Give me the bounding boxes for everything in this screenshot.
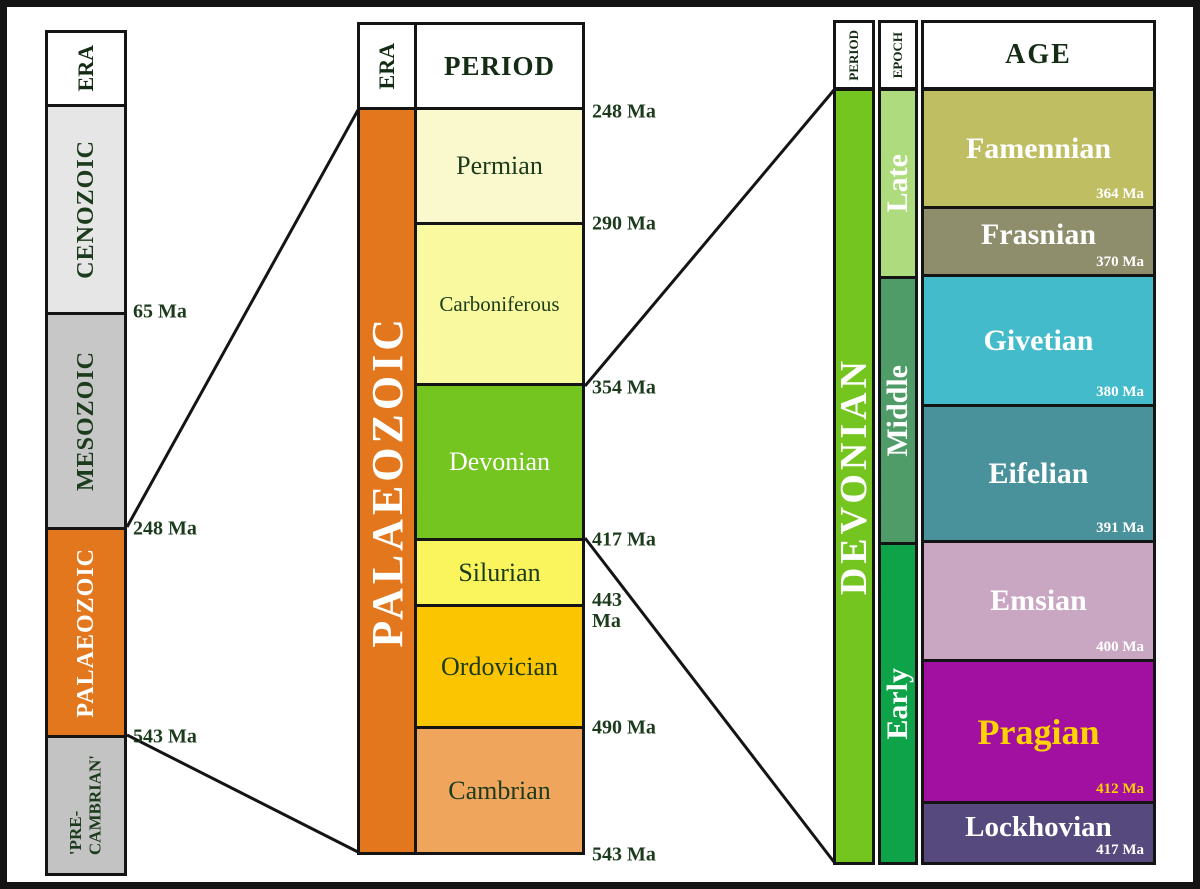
age-ma-emsian: 400 Ma	[1096, 639, 1144, 655]
age-header-label: AGE	[1005, 39, 1072, 70]
age-label-givetian: Givetian	[983, 323, 1094, 357]
era-cell-palaeozoic: PALAEOZOIC	[48, 527, 124, 735]
palaeozoic-era-strip: PALAEOZOIC	[357, 107, 417, 855]
age-ma-famennian: 364 Ma	[1096, 186, 1144, 202]
period-cell-ordovician: Ordovician	[417, 604, 582, 726]
age-ma-pragian: 412 Ma	[1096, 781, 1144, 797]
period-label-silurian: Silurian	[458, 557, 541, 587]
age-label-emsian: Emsian	[990, 584, 1087, 617]
age-column-header: AGE	[921, 20, 1156, 90]
connector-era-to-period-bottom	[126, 733, 359, 854]
age-label-pragian: Pragian	[977, 711, 1100, 752]
boundary-label-248ma-left: 248 Ma	[133, 517, 197, 540]
era-label-mesozoic: MESOZOIC	[72, 350, 99, 492]
period-column: Permian Carboniferous Devonian Silurian …	[414, 107, 585, 855]
boundary-label-543ma-left: 543 Ma	[133, 725, 197, 748]
age-column: Famennian 364 Ma Frasnian 370 Ma Givetia…	[921, 88, 1156, 865]
era-column-header: ERA	[45, 30, 127, 107]
precambrian-line1: 'PRE-	[66, 811, 86, 856]
era-label-precambrian: 'PRE-CAMBRIAN'	[66, 755, 105, 855]
right-period-header-label: PERIOD	[846, 29, 861, 81]
age-cell-givetian: Givetian 380 Ma	[924, 274, 1153, 404]
era-label-palaeozoic: PALAEOZOIC	[72, 547, 99, 718]
age-label-famennian: Famennian	[965, 131, 1112, 165]
devonian-period-strip: DEVONIAN	[833, 88, 875, 865]
epoch-cell-early: Early	[881, 542, 915, 862]
epoch-header-label: EPOCH	[890, 31, 905, 79]
epoch-label-early: Early	[881, 667, 914, 740]
boundary-label-248ma: 248 Ma	[592, 100, 656, 123]
boundary-label-443ma-line1: 443	[592, 589, 622, 611]
age-cell-pragian: Pragian 412 Ma	[924, 659, 1153, 801]
period-cell-devonian: Devonian	[417, 383, 582, 538]
era-header-label: ERA	[73, 45, 98, 92]
connector-period-to-age-bottom	[583, 537, 836, 863]
right-period-column-header: PERIOD	[833, 20, 875, 90]
age-ma-lockhovian: 417 Ma	[1096, 842, 1144, 858]
period-column-header: PERIOD	[414, 22, 585, 110]
boundary-label-543ma: 543 Ma	[592, 843, 656, 866]
period-cell-silurian: Silurian	[417, 538, 582, 604]
middle-era-header-label: ERA	[374, 42, 399, 90]
period-cell-permian: Permian	[417, 110, 582, 222]
period-label-cambrian: Cambrian	[448, 775, 551, 805]
boundary-label-490ma: 490 Ma	[592, 716, 656, 739]
age-label-lockhovian: Lockhovian	[965, 810, 1112, 843]
age-cell-emsian: Emsian 400 Ma	[924, 540, 1153, 659]
epoch-cell-middle: Middle	[881, 276, 915, 542]
boundary-label-443ma-line2: Ma	[592, 610, 621, 632]
era-column: CENOZOIC MESOZOIC PALAEOZOIC 'PRE-CAMBRI…	[45, 104, 127, 876]
era-cell-mesozoic: MESOZOIC	[48, 312, 124, 527]
boundary-label-65ma: 65 Ma	[133, 300, 187, 323]
epoch-label-middle: Middle	[881, 364, 914, 457]
era-cell-precambrian: 'PRE-CAMBRIAN'	[48, 735, 124, 873]
boundary-label-354ma: 354 Ma	[592, 376, 656, 399]
period-label-ordovician: Ordovician	[441, 651, 558, 681]
period-cell-carboniferous: Carboniferous	[417, 222, 582, 383]
connector-period-to-age-top	[583, 89, 836, 387]
period-label-carboniferous: Carboniferous	[439, 291, 560, 316]
age-ma-givetian: 380 Ma	[1096, 384, 1144, 400]
middle-era-column-header: ERA	[357, 22, 417, 110]
age-cell-frasnian: Frasnian 370 Ma	[924, 206, 1153, 274]
palaeozoic-era-strip-label: PALAEOZOIC	[362, 314, 412, 648]
epoch-column: Late Middle Early	[878, 88, 918, 865]
epoch-cell-late: Late	[881, 91, 915, 276]
era-label-cenozoic: CENOZOIC	[72, 140, 99, 279]
devonian-period-strip-label: DEVONIAN	[833, 357, 875, 596]
precambrian-line2: CAMBRIAN'	[86, 755, 105, 856]
era-cell-cenozoic: CENOZOIC	[48, 107, 124, 312]
age-label-eifelian: Eifelian	[988, 456, 1089, 490]
period-header-label: PERIOD	[443, 50, 555, 81]
age-label-frasnian: Frasnian	[980, 217, 1097, 251]
period-label-devonian: Devonian	[448, 447, 551, 476]
age-ma-eifelian: 391 Ma	[1096, 520, 1144, 536]
epoch-column-header: EPOCH	[878, 20, 918, 90]
age-cell-famennian: Famennian 364 Ma	[924, 91, 1153, 206]
age-cell-lockhovian: Lockhovian 417 Ma	[924, 801, 1153, 862]
boundary-label-417ma: 417 Ma	[592, 528, 656, 551]
age-cell-eifelian: Eifelian 391 Ma	[924, 404, 1153, 540]
period-cell-cambrian: Cambrian	[417, 726, 582, 852]
epoch-label-late: Late	[881, 154, 914, 213]
age-ma-frasnian: 370 Ma	[1096, 254, 1144, 270]
connector-era-to-period-top	[125, 109, 360, 528]
boundary-label-290ma: 290 Ma	[592, 212, 656, 235]
period-label-permian: Permian	[456, 151, 543, 180]
